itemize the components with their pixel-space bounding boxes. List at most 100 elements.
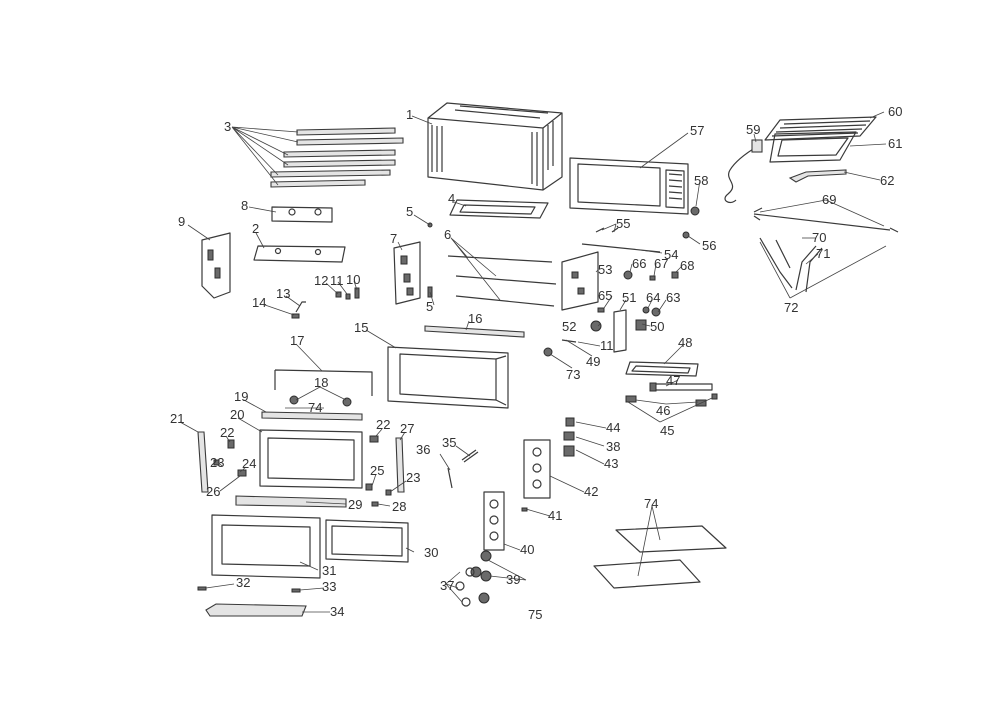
callout-3: 3	[224, 119, 231, 134]
callout-23b: 23	[406, 470, 420, 485]
callout-73: 73	[566, 367, 580, 382]
callout-74: 74	[308, 400, 322, 415]
callout-62: 62	[880, 173, 894, 188]
callout-37: 37	[440, 578, 454, 593]
callout-30: 30	[424, 545, 438, 560]
part-top-plate	[271, 206, 333, 223]
part-back-panel	[569, 157, 689, 215]
callout-24: 24	[242, 456, 256, 471]
callout-15: 15	[354, 320, 368, 335]
callout-57: 57	[690, 123, 704, 138]
callout-11b: 11	[600, 338, 614, 353]
part-crumb-tray	[449, 199, 549, 219]
callout-55: 55	[616, 216, 630, 231]
part-small-hardware	[291, 287, 360, 319]
part-inner-door	[259, 429, 363, 489]
callout-25: 25	[370, 463, 384, 478]
part-handle-frame	[274, 369, 373, 396]
callout-49: 49	[586, 354, 600, 369]
callout-45: 45	[660, 423, 674, 438]
part-connectors	[597, 270, 679, 313]
callout-64: 64	[646, 290, 660, 305]
callout-20: 20	[230, 407, 244, 422]
part-bottom-plate	[253, 245, 346, 263]
part-small-parts-2	[543, 339, 577, 357]
part-knobs	[455, 550, 492, 607]
part-screw	[521, 507, 528, 512]
parts-drawing	[197, 102, 899, 617]
callout-32: 32	[236, 575, 250, 590]
callout-18: 18	[314, 375, 328, 390]
callout-33: 33	[322, 579, 336, 594]
part-rotisserie-forks	[759, 237, 823, 293]
part-control-panel	[483, 491, 505, 551]
callout-44: 44	[606, 420, 620, 435]
callout-6: 6	[444, 227, 451, 242]
callout-54: 54	[664, 247, 678, 262]
part-guide-rods	[447, 255, 557, 307]
callout-66: 66	[632, 256, 646, 271]
callout-17: 17	[290, 333, 304, 348]
callout-19: 19	[234, 389, 248, 404]
part-rod	[447, 467, 453, 489]
callout-61: 61	[888, 136, 902, 151]
callout-11: 11	[330, 273, 344, 288]
leader-lines	[179, 111, 887, 613]
callout-51: 51	[622, 290, 636, 305]
part-thermostat	[590, 306, 661, 353]
part-bottom-strip	[235, 495, 347, 508]
callout-75: 75	[528, 607, 542, 622]
callout-38: 38	[606, 439, 620, 454]
callout-71: 71	[816, 246, 830, 261]
part-power-cord	[724, 139, 763, 204]
callout-4: 4	[448, 191, 455, 206]
callout-22: 22	[220, 425, 234, 440]
callout-46: 46	[656, 403, 670, 418]
callout-21: 21	[170, 411, 184, 426]
callout-35: 35	[442, 435, 456, 450]
callout-47: 47	[666, 373, 680, 388]
callout-12: 12	[314, 273, 328, 288]
callout-14: 14	[252, 295, 266, 310]
part-door-handle	[205, 603, 307, 617]
callout-63: 63	[666, 290, 680, 305]
part-outer-frame	[427, 102, 563, 191]
callout-68: 68	[680, 258, 694, 273]
part-feet	[625, 393, 718, 407]
callout-58: 58	[694, 173, 708, 188]
part-inner-side-panel	[561, 251, 599, 311]
part-control-housing	[523, 439, 551, 499]
part-rollers	[289, 395, 352, 407]
part-door-hardware	[213, 435, 405, 507]
part-rotisserie-spit	[753, 207, 899, 233]
callout-2: 2	[252, 221, 259, 236]
callout-labels: 1 2 3 4 5 5 6 7 8 9 10 11 11 12 13 14 15…	[170, 104, 902, 622]
callout-53: 53	[598, 262, 612, 277]
callout-72: 72	[784, 300, 798, 315]
callout-10: 10	[346, 272, 360, 287]
callout-70: 70	[812, 230, 826, 245]
callout-26: 26	[206, 484, 220, 499]
callout-74b: 74	[644, 496, 658, 511]
part-strip	[261, 411, 363, 421]
part-door-glass	[211, 514, 321, 579]
callout-36: 36	[416, 442, 430, 457]
callout-39: 39	[506, 572, 520, 587]
callout-1: 1	[406, 107, 413, 122]
callout-67: 67	[654, 256, 668, 271]
callout-42: 42	[584, 484, 598, 499]
part-heating-rods	[270, 127, 404, 188]
callout-59: 59	[746, 122, 760, 137]
callout-40: 40	[520, 542, 534, 557]
callout-5: 5	[406, 204, 413, 219]
callout-65: 65	[598, 288, 612, 303]
part-inner-glass	[325, 519, 409, 563]
part-side-panel	[201, 232, 231, 299]
part-clips	[595, 227, 690, 239]
part-bar	[424, 325, 525, 338]
callout-28: 28	[392, 499, 406, 514]
part-side-strip	[197, 431, 209, 493]
callout-16: 16	[468, 311, 482, 326]
callout-41: 41	[548, 508, 562, 523]
callout-52: 52	[562, 319, 576, 334]
